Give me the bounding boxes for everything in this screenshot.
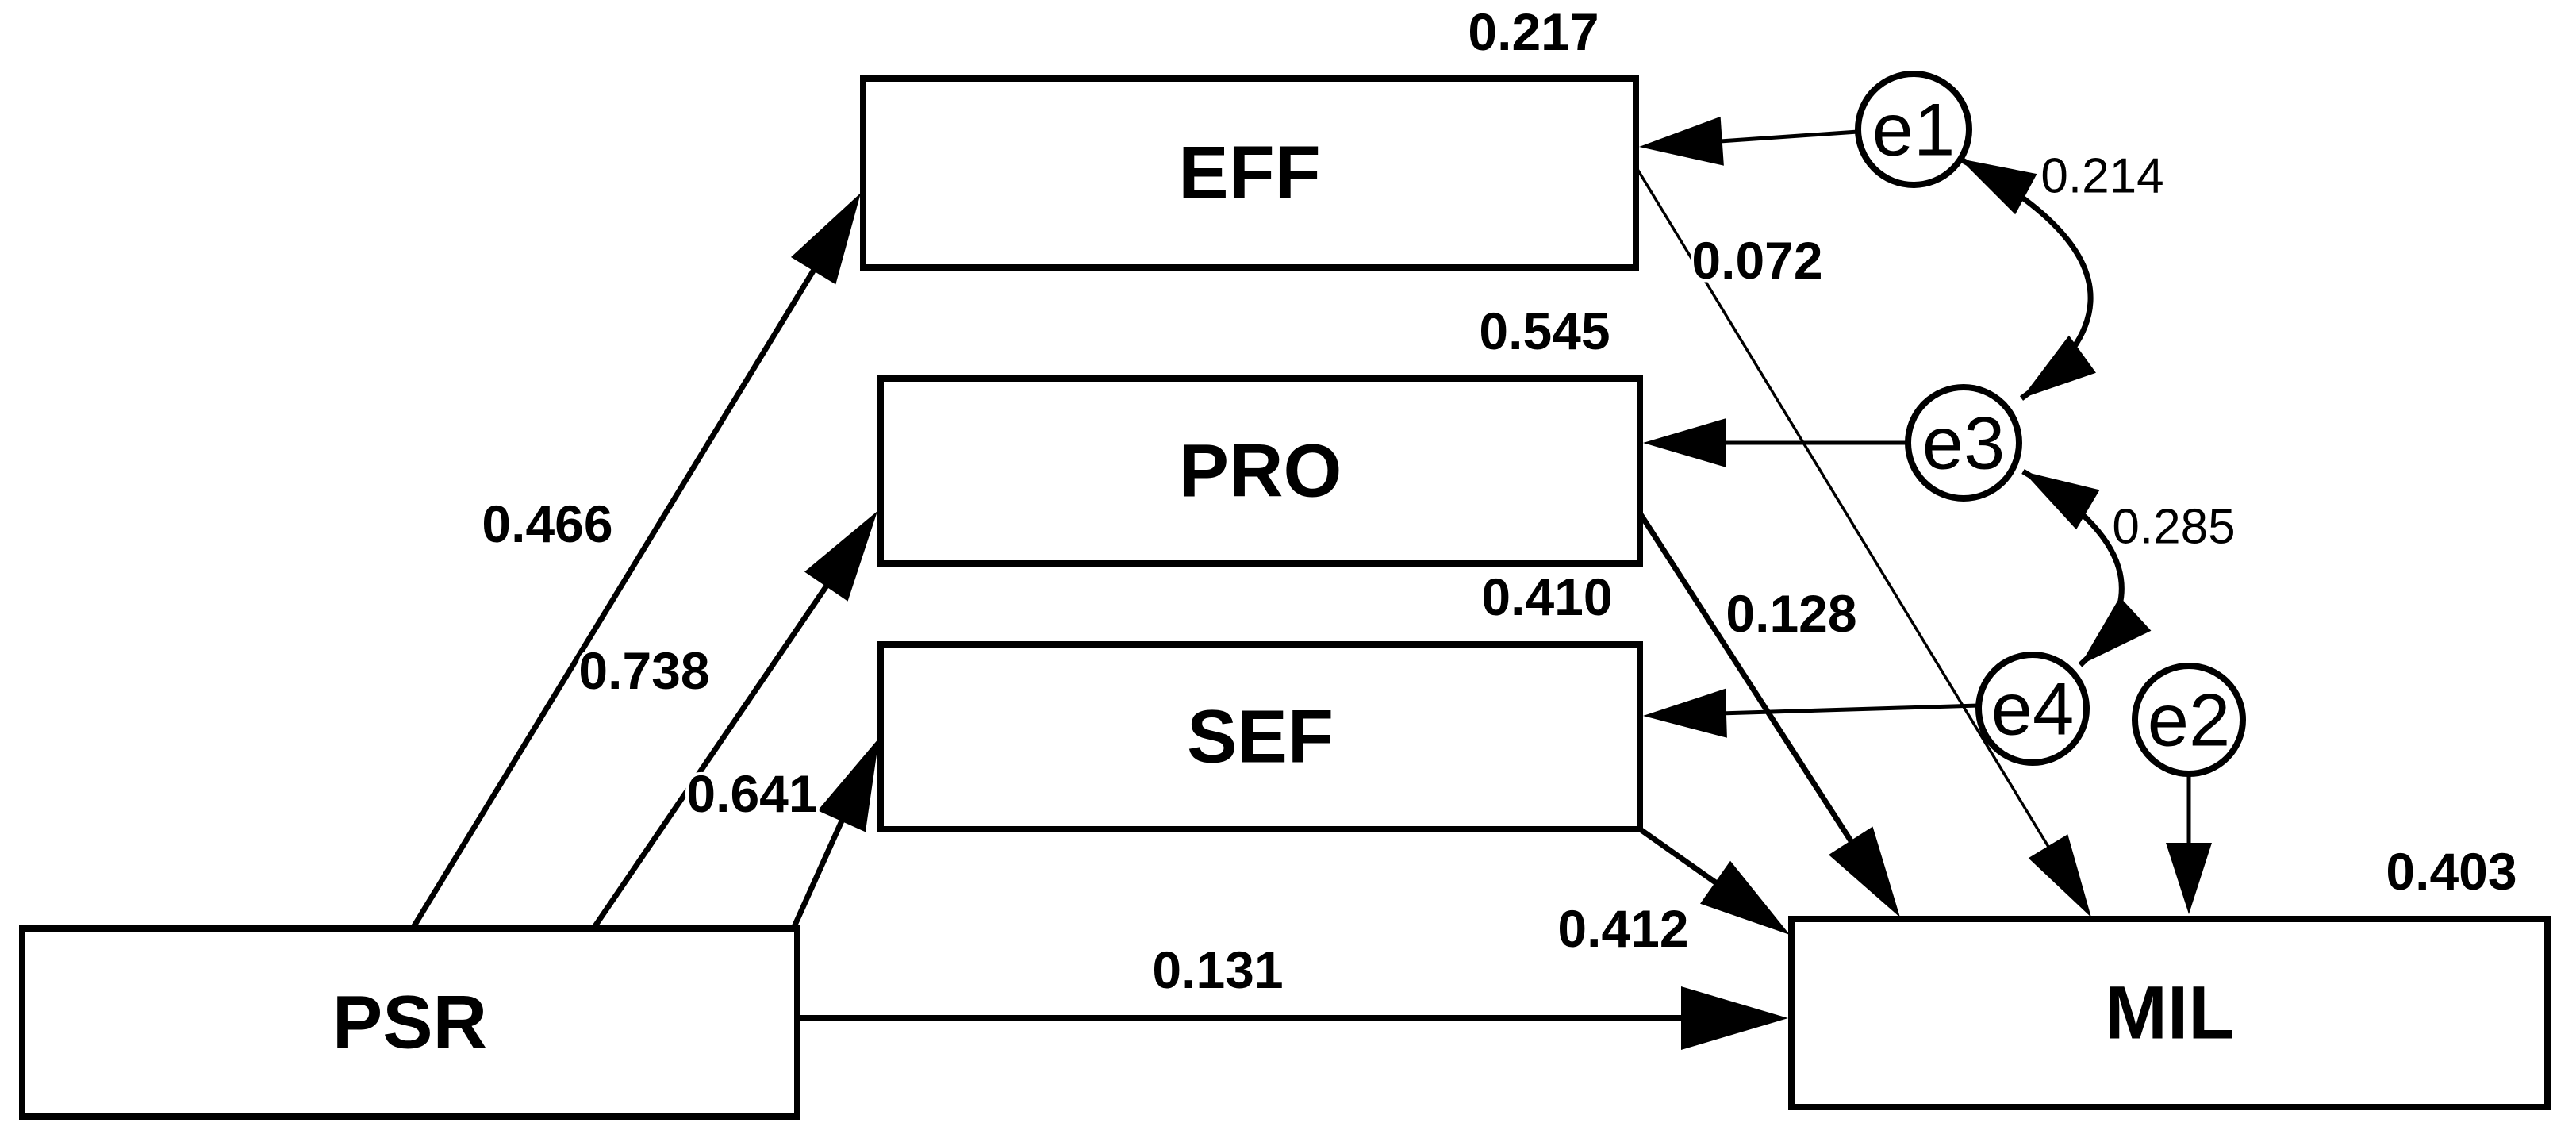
squared-multiple-correlation-pro: 0.545 — [1479, 302, 1610, 360]
coefficient-psr-to-sef: 0.641 — [686, 764, 817, 823]
path-psr-to-sef — [790, 738, 879, 930]
path-psr-to-mil — [798, 986, 1788, 1050]
error-term-e1-circle — [1855, 71, 1972, 188]
path-sef-to-mil-arrowhead — [1700, 860, 1790, 935]
covariance-e3-e4-value: 0.285 — [2112, 500, 2235, 555]
error-term-e2: e2 — [2132, 663, 2246, 777]
squared-multiple-correlation-mil: 0.403 — [2386, 842, 2516, 901]
layer-constructs: EFF PRO SEF PSR MIL — [19, 75, 2551, 1120]
path-psr-to-mil-arrowhead — [1681, 986, 1788, 1050]
path-eff-to-mil-arrowhead — [2028, 834, 2091, 917]
path-psr-to-pro — [591, 511, 877, 930]
path-sef-to-mil — [1637, 826, 1790, 935]
error-term-e2-label: e2 — [2148, 679, 2231, 762]
path-e4-to-sef-line — [1688, 703, 1979, 717]
construct-psr-rect — [19, 925, 800, 1120]
error-term-e1: e1 — [1855, 71, 1972, 188]
path-psr-to-eff-line — [410, 234, 838, 930]
path-e2-to-mil — [2166, 774, 2212, 914]
error-term-e4-label: e4 — [1991, 667, 2075, 751]
covariance-e1-e3-arrowhead-b — [2021, 335, 2096, 398]
construct-sef-rect — [877, 641, 1643, 832]
coefficient-pro-to-mil: 0.128 — [1726, 584, 1856, 643]
coefficient-psr-to-mil: 0.131 — [1152, 940, 1283, 999]
construct-pro: PRO — [877, 375, 1643, 567]
coefficient-psr-to-pro: 0.738 — [578, 641, 709, 700]
construct-pro-label: PRO — [1179, 429, 1342, 513]
path-e1-to-eff — [1639, 116, 1859, 166]
layer-error-terms: e1 e3 e4 e2 — [1855, 71, 2246, 777]
squared-multiple-correlation-sef: 0.410 — [1481, 567, 1612, 626]
path-e3-to-pro — [1643, 418, 1908, 467]
construct-psr-label: PSR — [332, 981, 487, 1065]
construct-eff: EFF — [860, 75, 1639, 271]
construct-pro-rect — [877, 375, 1643, 567]
path-psr-to-pro-line — [591, 551, 852, 930]
layer-paths — [410, 116, 2212, 1050]
construct-eff-rect — [860, 75, 1639, 271]
path-psr-to-eff — [410, 193, 861, 930]
path-e3-to-pro-arrowhead — [1643, 418, 1726, 467]
construct-mil-label: MIL — [2105, 971, 2235, 1055]
squared-multiple-correlation-eff: 0.217 — [1468, 2, 1599, 61]
construct-eff-label: EFF — [1178, 131, 1320, 215]
path-e4-to-sef — [1643, 688, 1979, 738]
error-term-e4: e4 — [1975, 652, 2090, 766]
path-e2-to-mil-arrowhead — [2166, 843, 2212, 914]
error-term-e3-label: e3 — [1922, 402, 2006, 485]
construct-mil: MIL — [1788, 916, 2551, 1110]
error-term-e1-label: e1 — [1872, 88, 1956, 171]
construct-mil-rect — [1788, 916, 2551, 1110]
path-psr-to-eff-arrowhead — [790, 193, 861, 285]
coefficient-eff-to-mil: 0.072 — [1691, 231, 1822, 290]
covariance-e3-e4-arrowhead-a — [2023, 471, 2100, 530]
path-eff-to-mil-line — [1634, 166, 2069, 879]
construct-sef: SEF — [877, 641, 1643, 832]
path-e4-to-sef-arrowhead — [1643, 688, 1727, 738]
covariance-e1-e3-value: 0.214 — [2040, 149, 2163, 204]
covariance-e1-e3 — [1958, 156, 2096, 401]
path-psr-to-sef-arrowhead — [817, 738, 879, 832]
path-eff-to-mil — [1634, 166, 2091, 917]
coefficient-psr-to-eff: 0.466 — [482, 494, 612, 553]
layer-labels: 0.217 0.545 0.410 0.403 0.466 0.738 0.641 0.131… — [478, 0, 2519, 1002]
path-e1-to-eff-arrowhead — [1639, 116, 1724, 166]
path-pro-to-mil-line — [1637, 510, 1875, 877]
construct-sef-label: SEF — [1187, 695, 1334, 779]
path-psr-to-pro-arrowhead — [804, 511, 877, 602]
coefficient-sef-to-mil: 0.412 — [1557, 899, 1688, 958]
path-pro-to-mil-arrowhead — [1828, 826, 1900, 917]
error-term-e4-circle — [1975, 652, 2090, 766]
construct-psr: PSR — [19, 925, 800, 1120]
covariance-e3-e4-arrowhead-b — [2080, 597, 2152, 665]
error-term-e3: e3 — [1905, 384, 2022, 502]
path-pro-to-mil — [1637, 510, 1900, 917]
covariance-e3-e4 — [2021, 468, 2152, 667]
covariance-e1-e3-arrowhead-a — [1960, 159, 2037, 215]
